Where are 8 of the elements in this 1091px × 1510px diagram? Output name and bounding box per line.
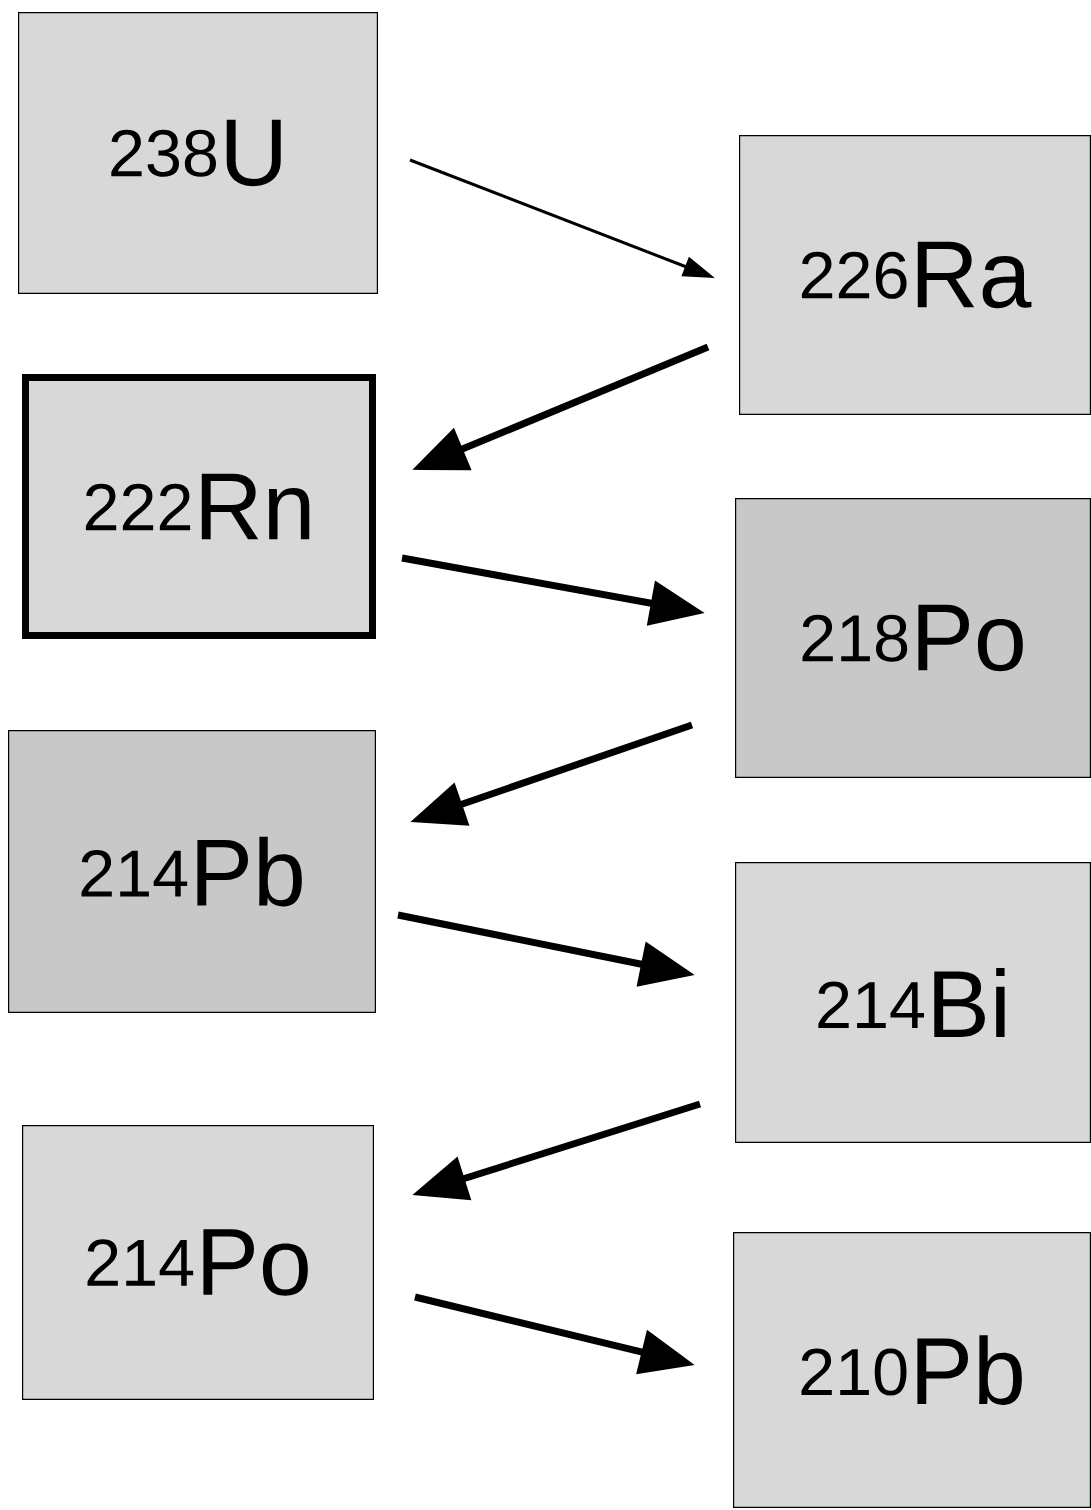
nuclide-box: $^{214}$Pb [8,730,376,1013]
nuclide-box: $^{226}$Ra [739,135,1091,415]
nuclide-box: $^{214}$Po [22,1125,374,1400]
nuclide-box: $^{238}$U [18,12,378,294]
nuclide-box: $^{210}$Pb [733,1232,1091,1508]
nuclide-box: $^{214}$Bi [735,862,1091,1143]
nuclide-box: $^{218}$Po [735,498,1091,778]
nuclide-box: $^{222}$Rn [22,374,376,639]
